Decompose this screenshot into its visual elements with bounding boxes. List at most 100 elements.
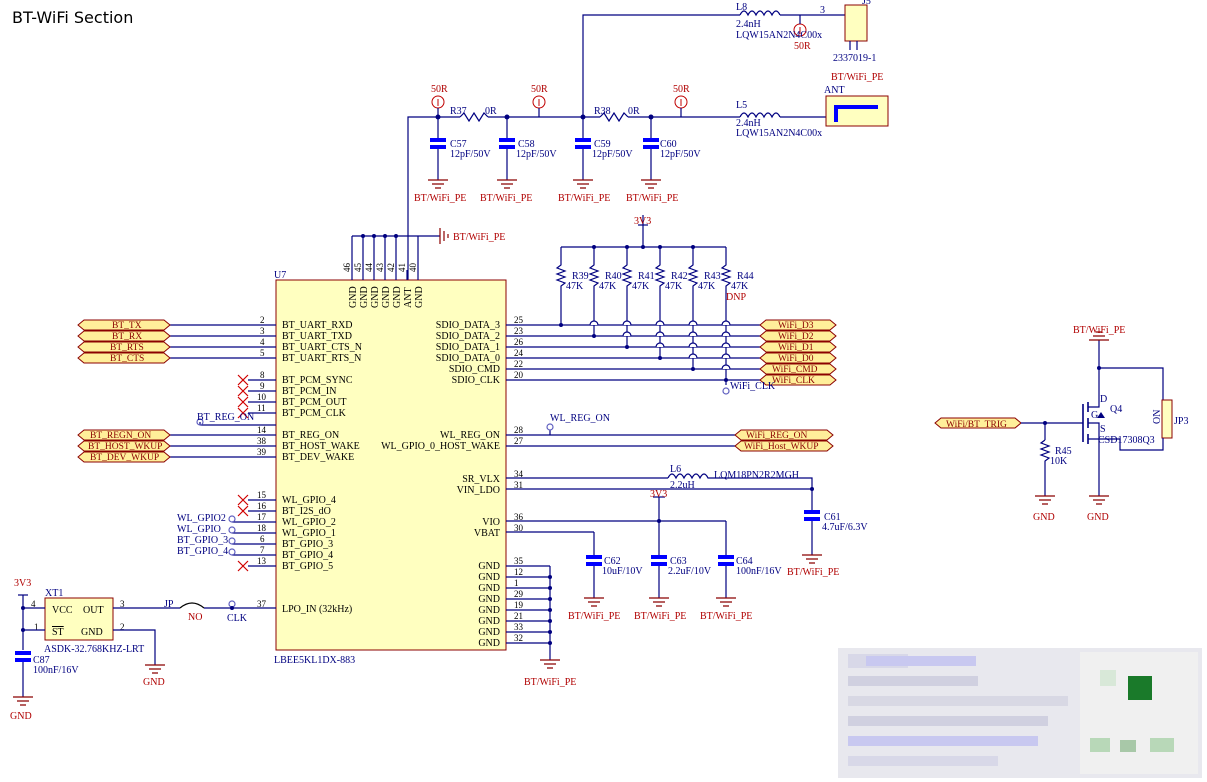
svg-text:36: 36 bbox=[514, 512, 524, 522]
svg-text:2: 2 bbox=[120, 622, 125, 632]
svg-text:47K: 47K bbox=[731, 281, 749, 292]
svg-text:R43: R43 bbox=[704, 271, 721, 282]
v33-label: 3V3 bbox=[650, 489, 667, 500]
r37-ref: R37 bbox=[450, 106, 467, 117]
ground-symbol: BT/WiFi_PE bbox=[524, 659, 576, 688]
svg-text:C64: C64 bbox=[736, 556, 753, 567]
svg-text:BT/WiFi_PE: BT/WiFi_PE bbox=[787, 567, 839, 578]
port-wifi-bt-trig[interactable]: WiFi/BT_TRIG bbox=[934, 417, 1022, 430]
svg-text:47K: 47K bbox=[632, 281, 650, 292]
svg-text:BT_REG_ON: BT_REG_ON bbox=[282, 430, 339, 441]
svg-text:R41: R41 bbox=[638, 271, 655, 282]
svg-text:37: 37 bbox=[257, 599, 267, 609]
svg-text:BT_DEV_WAKE: BT_DEV_WAKE bbox=[282, 452, 354, 463]
svg-text:BT/WiFi_PE: BT/WiFi_PE bbox=[626, 193, 678, 204]
port-wifi-d2[interactable]: WiFi_D2 bbox=[759, 330, 837, 342]
svg-text:JP: JP bbox=[164, 599, 174, 610]
svg-text:BT_DEV_WKUP: BT_DEV_WKUP bbox=[90, 453, 159, 463]
svg-text:BT_REGN_ON: BT_REGN_ON bbox=[90, 431, 151, 441]
svg-text:WiFi_D2: WiFi_D2 bbox=[778, 332, 814, 342]
svg-text:BT/WiFi_PE: BT/WiFi_PE bbox=[1073, 325, 1125, 336]
svg-text:5: 5 bbox=[260, 348, 265, 358]
l8-value: 2.4nH bbox=[736, 19, 761, 30]
port-wifi-d1[interactable]: WiFi_D1 bbox=[759, 341, 837, 353]
svg-text:Q4: Q4 bbox=[1110, 404, 1122, 415]
port-bt-rts[interactable]: BT_RTS bbox=[77, 341, 171, 353]
svg-text:32: 32 bbox=[514, 633, 523, 643]
port-bt-cts[interactable]: BT_CTS bbox=[77, 352, 171, 364]
port-wifi-clk[interactable]: WiFi_CLK bbox=[759, 374, 837, 386]
svg-text:2337019-1: 2337019-1 bbox=[833, 53, 876, 64]
svg-text:VIO: VIO bbox=[482, 517, 500, 528]
svg-text:39: 39 bbox=[257, 447, 267, 457]
svg-text:C87: C87 bbox=[33, 655, 50, 666]
jumper-jp[interactable]: JP NO bbox=[164, 599, 232, 623]
svg-text:GND: GND bbox=[478, 561, 500, 572]
r38-value: 0R bbox=[628, 106, 640, 117]
svg-text:31: 31 bbox=[514, 480, 523, 490]
port-wifi-host-wkup[interactable]: WiFi_Host_WKUP bbox=[734, 440, 834, 452]
svg-text:50R: 50R bbox=[794, 41, 811, 52]
svg-text:BT_HOST_WAKE: BT_HOST_WAKE bbox=[282, 441, 360, 452]
svg-text:BT_I2S_dO: BT_I2S_dO bbox=[282, 506, 331, 517]
svg-text:10uF/10V: 10uF/10V bbox=[602, 566, 643, 577]
svg-text:BT_GPIO_4: BT_GPIO_4 bbox=[282, 550, 333, 561]
net-bt-reg-on: BT_REG_ON bbox=[196, 412, 254, 426]
svg-text:WL_REG_ON: WL_REG_ON bbox=[440, 430, 500, 441]
v33-label: 3V3 bbox=[14, 578, 31, 589]
svg-text:GND: GND bbox=[478, 605, 500, 616]
svg-text:VBAT: VBAT bbox=[474, 528, 500, 539]
net-wl-reg-on: WL_REG_ON bbox=[546, 413, 610, 431]
ground-symbol: BT/WiFi_PE bbox=[480, 179, 532, 204]
ground-symbol: BT/WiFi_PE bbox=[558, 179, 610, 204]
svg-text:44: 44 bbox=[364, 263, 374, 273]
svg-text:38: 38 bbox=[257, 436, 267, 446]
r38-ref: R38 bbox=[594, 106, 611, 117]
port-bt-dev-wkup[interactable]: BT_DEV_WKUP bbox=[77, 451, 171, 463]
jumper-jp3[interactable]: ON JP3 bbox=[1099, 399, 1188, 451]
svg-text:OUT: OUT bbox=[83, 605, 104, 616]
port-bt-regn-on[interactable]: BT_REGN_ON bbox=[77, 429, 171, 441]
svg-text:GND: GND bbox=[381, 286, 392, 308]
port-bt-rx[interactable]: BT_RX bbox=[77, 330, 171, 342]
port-bt-host-wkup[interactable]: BT_HOST_WKUP bbox=[77, 440, 171, 452]
port-wifi-d3[interactable]: WiFi_D3 bbox=[759, 319, 837, 331]
port-wifi-d0[interactable]: WiFi_D0 bbox=[759, 352, 837, 364]
svg-text:BT/WiFi_PE: BT/WiFi_PE bbox=[524, 677, 576, 688]
svg-text:BT/WiFi_PE: BT/WiFi_PE bbox=[831, 72, 883, 83]
ground-symbol: BT/WiFi_PE bbox=[626, 179, 678, 204]
page-title: BT-WiFi Section bbox=[12, 8, 133, 27]
svg-text:6: 6 bbox=[260, 534, 265, 544]
l5-part: LQW15AN2N4C00x bbox=[736, 128, 822, 139]
svg-text:GND: GND bbox=[478, 616, 500, 627]
svg-text:C61: C61 bbox=[824, 512, 841, 523]
svg-text:SDIO_DATA_3: SDIO_DATA_3 bbox=[436, 320, 500, 331]
test-probe: 50R bbox=[673, 84, 690, 117]
svg-text:LPO_IN (32kHz): LPO_IN (32kHz) bbox=[282, 604, 352, 615]
svg-text:10: 10 bbox=[257, 392, 267, 402]
port-bt-tx[interactable]: BT_TX bbox=[77, 319, 171, 331]
test-probe: 50R bbox=[531, 84, 548, 117]
svg-text:R39: R39 bbox=[572, 271, 589, 282]
port-wifi-reg-on[interactable]: WiFi_REG_ON bbox=[734, 429, 834, 441]
svg-text:BT/WiFi_PE: BT/WiFi_PE bbox=[634, 611, 686, 622]
svg-text:J5: J5 bbox=[862, 0, 871, 7]
oscillator-xt1: XT1 VCC OUT ST GND 4 3 1 2 ASDK-32.768KH… bbox=[10, 578, 248, 722]
svg-text:GND: GND bbox=[1087, 512, 1109, 523]
port-wifi-cmd[interactable]: WiFi_CMD bbox=[759, 363, 837, 375]
